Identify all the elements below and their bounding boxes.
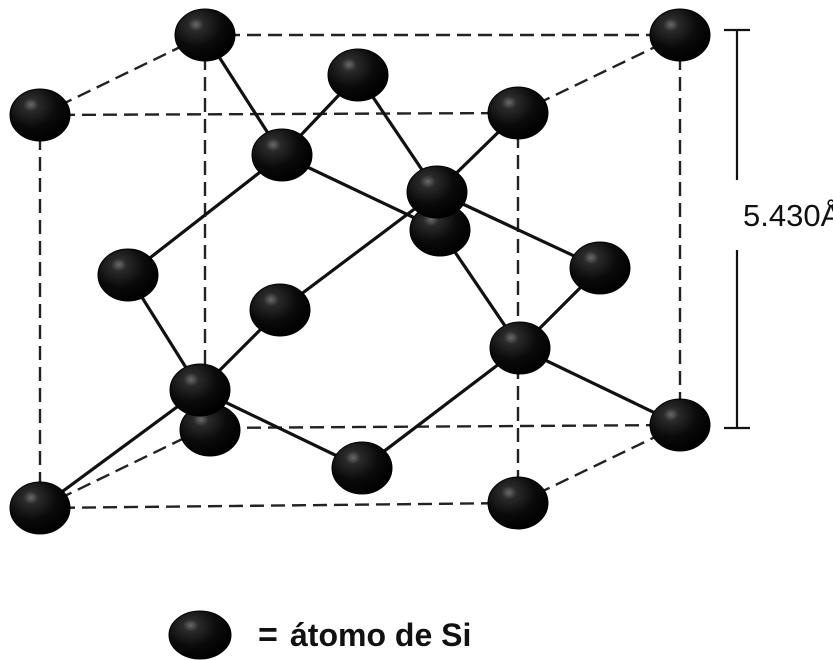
bond xyxy=(198,388,364,470)
si-atom xyxy=(174,8,236,62)
unit-cell xyxy=(38,33,682,510)
cell-edge xyxy=(39,33,206,117)
si-atom xyxy=(569,241,631,295)
si-atom xyxy=(251,128,313,182)
si-atom xyxy=(97,248,159,302)
cell-edge xyxy=(39,111,519,117)
si-atom xyxy=(9,481,71,535)
si-atom xyxy=(327,48,389,102)
bond xyxy=(278,190,439,312)
si-atom xyxy=(169,363,231,417)
legend-equals: = xyxy=(258,616,278,654)
lattice-constant-label: 5.430Å xyxy=(743,198,833,233)
bond xyxy=(360,346,522,470)
si-atom xyxy=(406,165,468,219)
dimension-marker xyxy=(724,28,750,430)
legend-atom-icon xyxy=(168,610,232,660)
cell-edge xyxy=(39,501,519,510)
cell-edge xyxy=(204,423,681,430)
si-atom xyxy=(649,398,711,452)
legend-label: átomo de Si xyxy=(290,617,471,653)
cell-edge xyxy=(517,33,681,115)
si-atom xyxy=(487,86,549,140)
si-atom xyxy=(487,476,549,530)
si-atom xyxy=(9,88,71,142)
bond xyxy=(126,153,284,277)
cell-edge xyxy=(517,423,681,505)
bond xyxy=(38,388,202,510)
si-atom xyxy=(249,283,311,337)
si-atom xyxy=(489,321,551,375)
si-atom xyxy=(649,8,711,62)
cell-edge xyxy=(39,426,206,510)
atoms xyxy=(9,8,711,535)
legend: = átomo de Si xyxy=(168,610,471,660)
bond xyxy=(435,190,602,270)
si-atom xyxy=(331,441,393,495)
